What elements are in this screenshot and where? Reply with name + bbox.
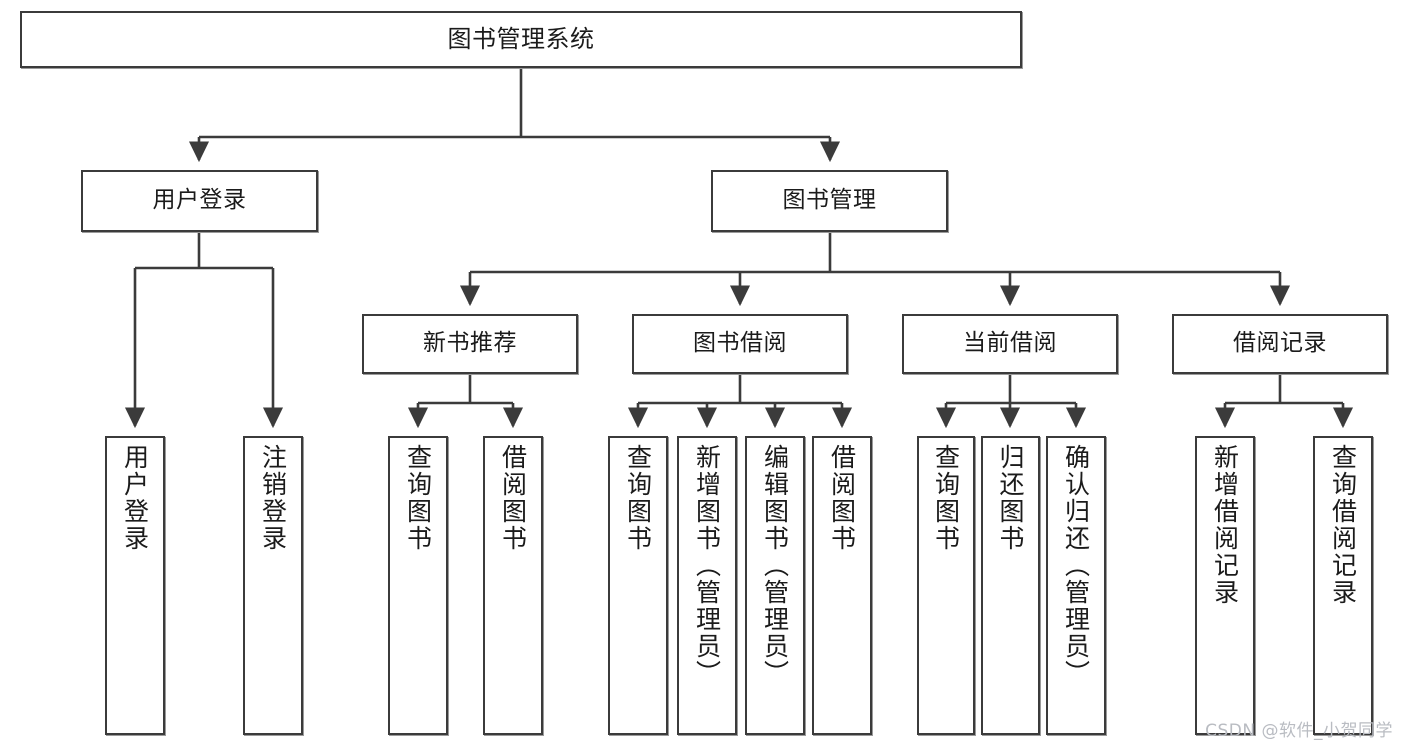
node-leaf-query-borrow-record-label: 查询借阅记录 [1328,444,1358,606]
node-user-login[interactable]: 用户登录 [81,170,318,232]
node-book-management[interactable]: 图书管理 [711,170,948,232]
node-leaf-user-login-label: 用户登录 [120,444,150,552]
csdn-watermark: CSDN @软件_小贺同学 [1205,721,1393,741]
node-leaf-query-book-current-label: 查询图书 [931,444,961,552]
node-current-borrow-label: 当前借阅 [963,330,1057,357]
node-leaf-add-borrow-record-label: 新增借阅记录 [1210,444,1240,606]
node-new-book-recommend-label: 新书推荐 [423,330,517,357]
node-leaf-return-book[interactable]: 归还图书 [981,436,1040,735]
node-leaf-logout-label: 注销登录 [258,444,288,552]
node-leaf-borrow-book[interactable]: 借阅图书 [812,436,872,735]
node-leaf-query-borrow-record[interactable]: 查询借阅记录 [1313,436,1373,735]
node-root[interactable]: 图书管理系统 [20,11,1022,68]
node-borrow-record[interactable]: 借阅记录 [1172,314,1388,374]
node-leaf-add-borrow-record[interactable]: 新增借阅记录 [1195,436,1255,735]
node-leaf-edit-book-label: 编辑图书（管理员） [760,444,790,687]
node-leaf-confirm-return[interactable]: 确认归还（管理员） [1046,436,1106,735]
node-current-borrow[interactable]: 当前借阅 [902,314,1118,374]
node-leaf-confirm-return-label: 确认归还（管理员） [1061,444,1091,687]
node-leaf-query-book-recommend[interactable]: 查询图书 [388,436,448,735]
node-leaf-borrow-book-label: 借阅图书 [827,444,857,552]
node-new-book-recommend[interactable]: 新书推荐 [362,314,578,374]
node-leaf-query-book-borrow[interactable]: 查询图书 [608,436,668,735]
node-root-label: 图书管理系统 [447,25,595,54]
node-leaf-query-book-current[interactable]: 查询图书 [917,436,975,735]
node-leaf-borrow-book-recommend[interactable]: 借阅图书 [483,436,543,735]
node-borrow-record-label: 借阅记录 [1233,330,1327,357]
node-leaf-add-book-label: 新增图书（管理员） [692,444,722,687]
node-leaf-return-book-label: 归还图书 [996,444,1025,552]
node-leaf-borrow-book-recommend-label: 借阅图书 [498,444,528,552]
node-book-borrow-label: 图书借阅 [693,330,787,357]
node-leaf-query-book-recommend-label: 查询图书 [403,444,433,552]
node-leaf-logout[interactable]: 注销登录 [243,436,303,735]
node-leaf-add-book[interactable]: 新增图书（管理员） [677,436,737,735]
node-leaf-user-login[interactable]: 用户登录 [105,436,165,735]
node-leaf-query-book-borrow-label: 查询图书 [623,444,653,552]
node-book-borrow[interactable]: 图书借阅 [632,314,848,374]
node-leaf-edit-book[interactable]: 编辑图书（管理员） [745,436,805,735]
node-user-login-label: 用户登录 [152,187,247,214]
node-book-management-label: 图书管理 [782,187,877,214]
